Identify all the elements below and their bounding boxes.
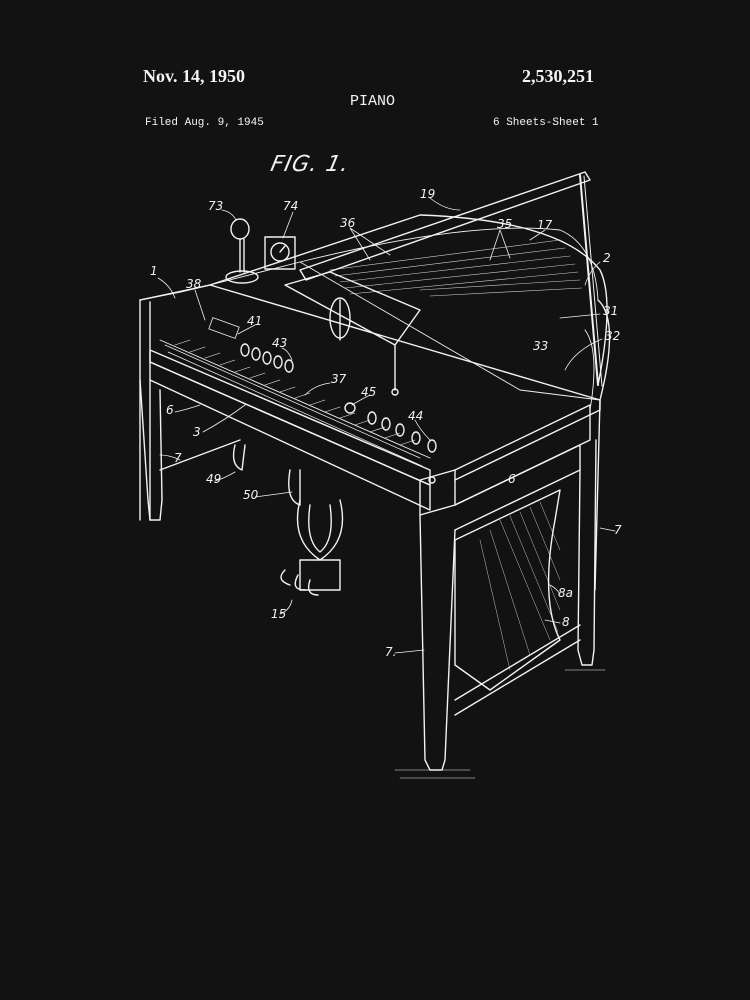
ref-74: 74 (283, 199, 298, 213)
ref-8: 8 (562, 615, 570, 629)
ref-73: 73 (208, 199, 223, 213)
ref-1: 1 (150, 264, 158, 278)
ref-19: 19 (420, 187, 435, 201)
ref-8a: 8a (558, 586, 573, 600)
leader-lines (157, 197, 616, 654)
ref-36: 36 (340, 216, 356, 230)
ref-32: 32 (605, 329, 620, 343)
ref-37: 37 (331, 372, 347, 386)
ref-6-right: 6 (508, 472, 516, 486)
sheet-count: 6 Sheets-Sheet 1 (493, 117, 599, 129)
reference-numerals: 1 2 3 6 6 7 7 7. 8 8a 15 17 19 31 32 33 … (150, 187, 622, 659)
piano-case (139, 214, 611, 591)
piano-lid (299, 171, 603, 387)
music-stand (284, 271, 421, 396)
amplifier-cabinet (454, 489, 561, 691)
ref-6-left: 6 (166, 403, 174, 417)
ref-7-right: 7 (614, 523, 622, 537)
ref-45: 45 (361, 385, 376, 399)
ref-3: 3 (193, 425, 201, 439)
ref-41: 41 (247, 314, 262, 328)
patent-date: Nov. 14, 1950 (143, 66, 246, 86)
ref-31: 31 (603, 304, 618, 318)
ref-38: 38 (186, 277, 202, 291)
control-knobs (208, 317, 437, 453)
ref-15: 15 (271, 607, 286, 621)
ref-33: 33 (533, 339, 548, 353)
ref-17: 17 (537, 218, 553, 232)
ref-50: 50 (243, 488, 259, 502)
pedal-lyre (232, 444, 344, 596)
meter (264, 236, 296, 270)
ref-2: 2 (603, 251, 611, 265)
ref-49: 49 (206, 472, 221, 486)
ref-7-left: 7 (174, 451, 182, 465)
microphone (225, 218, 259, 284)
patent-title: PIANO (350, 93, 396, 110)
ref-7-front: 7. (385, 645, 396, 659)
ref-35: 35 (497, 217, 512, 231)
ref-43: 43 (272, 336, 287, 350)
filed-date: Filed Aug. 9, 1945 (145, 117, 264, 129)
patent-number: 2,530,251 (522, 66, 594, 86)
piano-legs (139, 379, 606, 779)
ref-44: 44 (408, 409, 423, 423)
